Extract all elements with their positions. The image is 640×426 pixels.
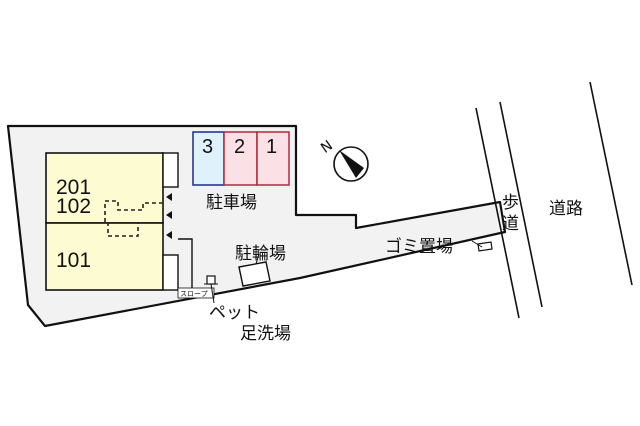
parking-label: 駐車場 xyxy=(206,193,257,213)
sidewalk-line-right xyxy=(499,101,543,308)
bicycle-rack-leader xyxy=(255,253,260,265)
entry-alcove-lower xyxy=(162,254,179,291)
garbage-label: ゴミ置場 xyxy=(385,236,453,257)
sidewalk-label-1: 歩 xyxy=(502,193,519,213)
parking-space-2 xyxy=(223,131,258,186)
slope-label: スロープ xyxy=(180,290,208,298)
parking-number-2: 2 xyxy=(234,136,245,158)
pet-foot-wash-leader xyxy=(210,283,215,304)
slope-marker xyxy=(177,287,215,299)
unit-label-101: 101 xyxy=(56,249,91,272)
entry-alcove-upper xyxy=(162,152,179,188)
road-label: 道路 xyxy=(549,199,583,219)
svg-text:N: N xyxy=(318,138,336,157)
parking-number-1: 1 xyxy=(266,136,277,158)
pet-foot-wash-label-line2: 足洗場 xyxy=(240,324,291,344)
entrance-arrow-icon xyxy=(166,193,172,201)
unit-label-201: 201 xyxy=(56,176,91,199)
north-compass-icon: N xyxy=(318,138,369,182)
parking-number-3: 3 xyxy=(202,136,213,158)
pet-foot-wash-label-line1: ペット xyxy=(209,303,260,323)
bicycle-parking-label: 駐輪場 xyxy=(235,244,286,264)
sidewalk-line-left xyxy=(475,107,520,319)
parking-space-1 xyxy=(256,131,290,186)
entrance-arrow-icon xyxy=(166,211,172,219)
garbage-bin-lid xyxy=(471,240,483,248)
walkway-wall xyxy=(178,238,193,288)
entrance-arrow-icon xyxy=(166,231,172,239)
bicycle-rack xyxy=(238,261,271,287)
unit-lower xyxy=(45,222,164,291)
road-edge-line xyxy=(589,81,633,286)
pet-foot-wash-marker xyxy=(206,275,216,285)
unit-label-102: 102 xyxy=(56,195,91,218)
garbage-bin-marker xyxy=(477,241,493,252)
stair-path-dashed xyxy=(104,200,163,237)
sidewalk-label-2: 道 xyxy=(502,214,519,234)
